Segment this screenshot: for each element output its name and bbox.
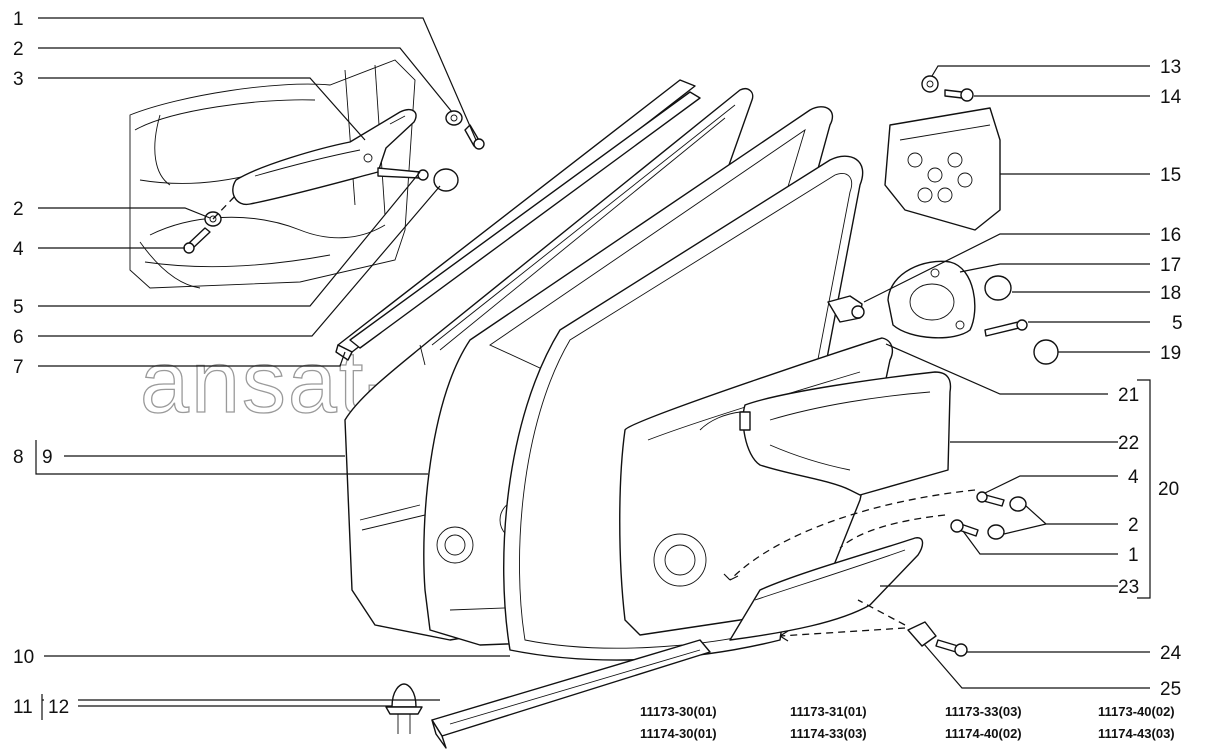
model-code: 11173-33(03)	[945, 704, 1022, 719]
callout-13: 13	[1160, 57, 1181, 78]
model-code: 11174-33(03)	[790, 726, 867, 741]
cap-part-18	[984, 275, 1012, 301]
callout-3: 3	[13, 69, 24, 90]
callout-8: 8	[13, 447, 24, 468]
door-pocket-part-23	[729, 537, 924, 641]
callout-21: 21	[1118, 385, 1139, 406]
model-code: 11173-30(01)	[640, 704, 717, 719]
model-codes: 11173-30(01) 11173-31(01) 11173-33(03) 1…	[640, 704, 1175, 741]
washer-part-2-right-a	[1009, 496, 1027, 512]
callout-4: 4	[13, 239, 24, 260]
callout-6: 6	[13, 327, 24, 348]
dash-arrow-pocket-left	[729, 489, 976, 581]
callout-1-right: 1	[1128, 545, 1139, 566]
model-code: 11173-40(02)	[1098, 704, 1175, 719]
screw-part-5-right	[984, 319, 1028, 337]
washer-part-2-top	[445, 110, 463, 126]
washer-part-13	[921, 75, 939, 93]
model-code: 11174-30(01)	[640, 726, 717, 741]
callout-11: 11	[13, 697, 33, 718]
callout-25: 25	[1160, 679, 1181, 700]
callout-16: 16	[1160, 225, 1181, 246]
arrow-head-2	[779, 630, 789, 642]
callout-2-right: 2	[1128, 515, 1139, 536]
callout-9: 9	[42, 447, 53, 468]
dash-arrow-pocket-mid	[839, 514, 946, 549]
bezel-part-17	[887, 260, 976, 339]
dash-line-inset	[212, 194, 237, 220]
callout-18: 18	[1160, 283, 1181, 304]
callout-15: 15	[1160, 165, 1181, 186]
screw-part-4-right	[976, 491, 1005, 507]
model-code: 11173-31(01)	[790, 704, 867, 719]
leader-lines-left	[35, 17, 510, 720]
callout-12: 12	[48, 697, 69, 718]
dash-arrow-pocket-right	[779, 627, 906, 637]
armrest-part-3	[232, 108, 417, 206]
callout-19: 19	[1160, 343, 1181, 364]
screw-part-1-top	[464, 124, 485, 150]
model-code: 11174-40(02)	[945, 726, 1022, 741]
clip-part-16	[827, 295, 865, 323]
callout-20: 20	[1158, 479, 1179, 500]
callout-14: 14	[1160, 87, 1182, 108]
washer-part-2-right-b	[987, 524, 1005, 540]
callout-2-a: 2	[13, 39, 24, 60]
dash-arrow-pocket-up	[857, 599, 906, 626]
cap-part-6	[433, 168, 459, 192]
screw-part-4-left	[183, 227, 211, 254]
callout-4-right: 4	[1128, 467, 1139, 488]
callout-22: 22	[1118, 433, 1139, 454]
callout-10: 10	[13, 647, 34, 668]
screw-part-14	[944, 88, 974, 102]
screw-upper-armrest	[377, 167, 429, 181]
leader-lines-right	[863, 65, 1151, 689]
callout-7: 7	[13, 357, 24, 378]
callout-5-right: 5	[1172, 313, 1183, 334]
callout-24: 24	[1160, 643, 1182, 664]
armrest-part-22	[739, 371, 952, 496]
callout-17: 17	[1160, 255, 1181, 276]
arrow-head-1	[723, 573, 739, 581]
window-seal-strips	[335, 79, 701, 361]
callout-5: 5	[13, 297, 24, 318]
cap-part-19	[1033, 339, 1059, 365]
callout-2-b: 2	[13, 199, 24, 220]
bracket-part-15	[884, 107, 1001, 231]
callout-23: 23	[1118, 577, 1139, 598]
model-code: 11174-43(03)	[1098, 726, 1175, 741]
screw-part-1-right	[950, 519, 979, 537]
clip-part-25	[907, 621, 937, 647]
sill-strip-part-11	[431, 639, 711, 749]
clip-part-12	[385, 683, 423, 734]
screw-part-24	[935, 639, 968, 657]
callout-1: 1	[13, 9, 24, 30]
inset-door-interior	[129, 59, 416, 289]
